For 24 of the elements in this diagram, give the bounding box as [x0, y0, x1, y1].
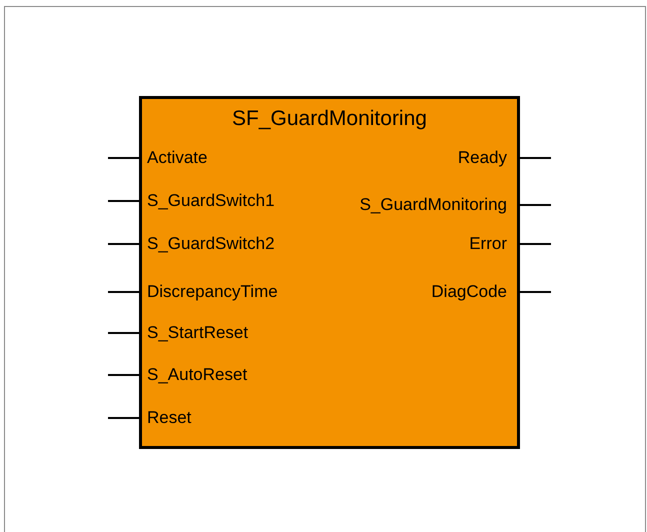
pin-line [520, 291, 551, 293]
pin-label: DiscrepancyTime [142, 282, 278, 302]
pin-label: Activate [142, 148, 208, 168]
pin-line [108, 332, 139, 334]
pin-label: S_AutoReset [142, 365, 248, 385]
block-title: SF_GuardMonitoring [231, 107, 428, 131]
pin-line [520, 157, 551, 159]
pin-label: Ready [458, 148, 517, 168]
pin-line [108, 200, 139, 202]
pin-line [108, 243, 139, 245]
pin-line [108, 374, 139, 376]
pin-label: S_GuardSwitch2 [142, 234, 275, 254]
pin-label: Error [469, 234, 517, 254]
pin-line [520, 204, 551, 206]
pin-line [108, 157, 139, 159]
pin-line [520, 243, 551, 245]
pin-line [108, 417, 139, 419]
pin-label: S_GuardSwitch1 [142, 191, 275, 211]
pin-label: S_GuardMonitoring [360, 195, 517, 215]
function-block [139, 96, 520, 449]
pin-line [108, 291, 139, 293]
pin-label: S_StartReset [142, 323, 248, 343]
pin-label: Reset [142, 408, 192, 428]
pin-label: DiagCode [431, 282, 517, 302]
